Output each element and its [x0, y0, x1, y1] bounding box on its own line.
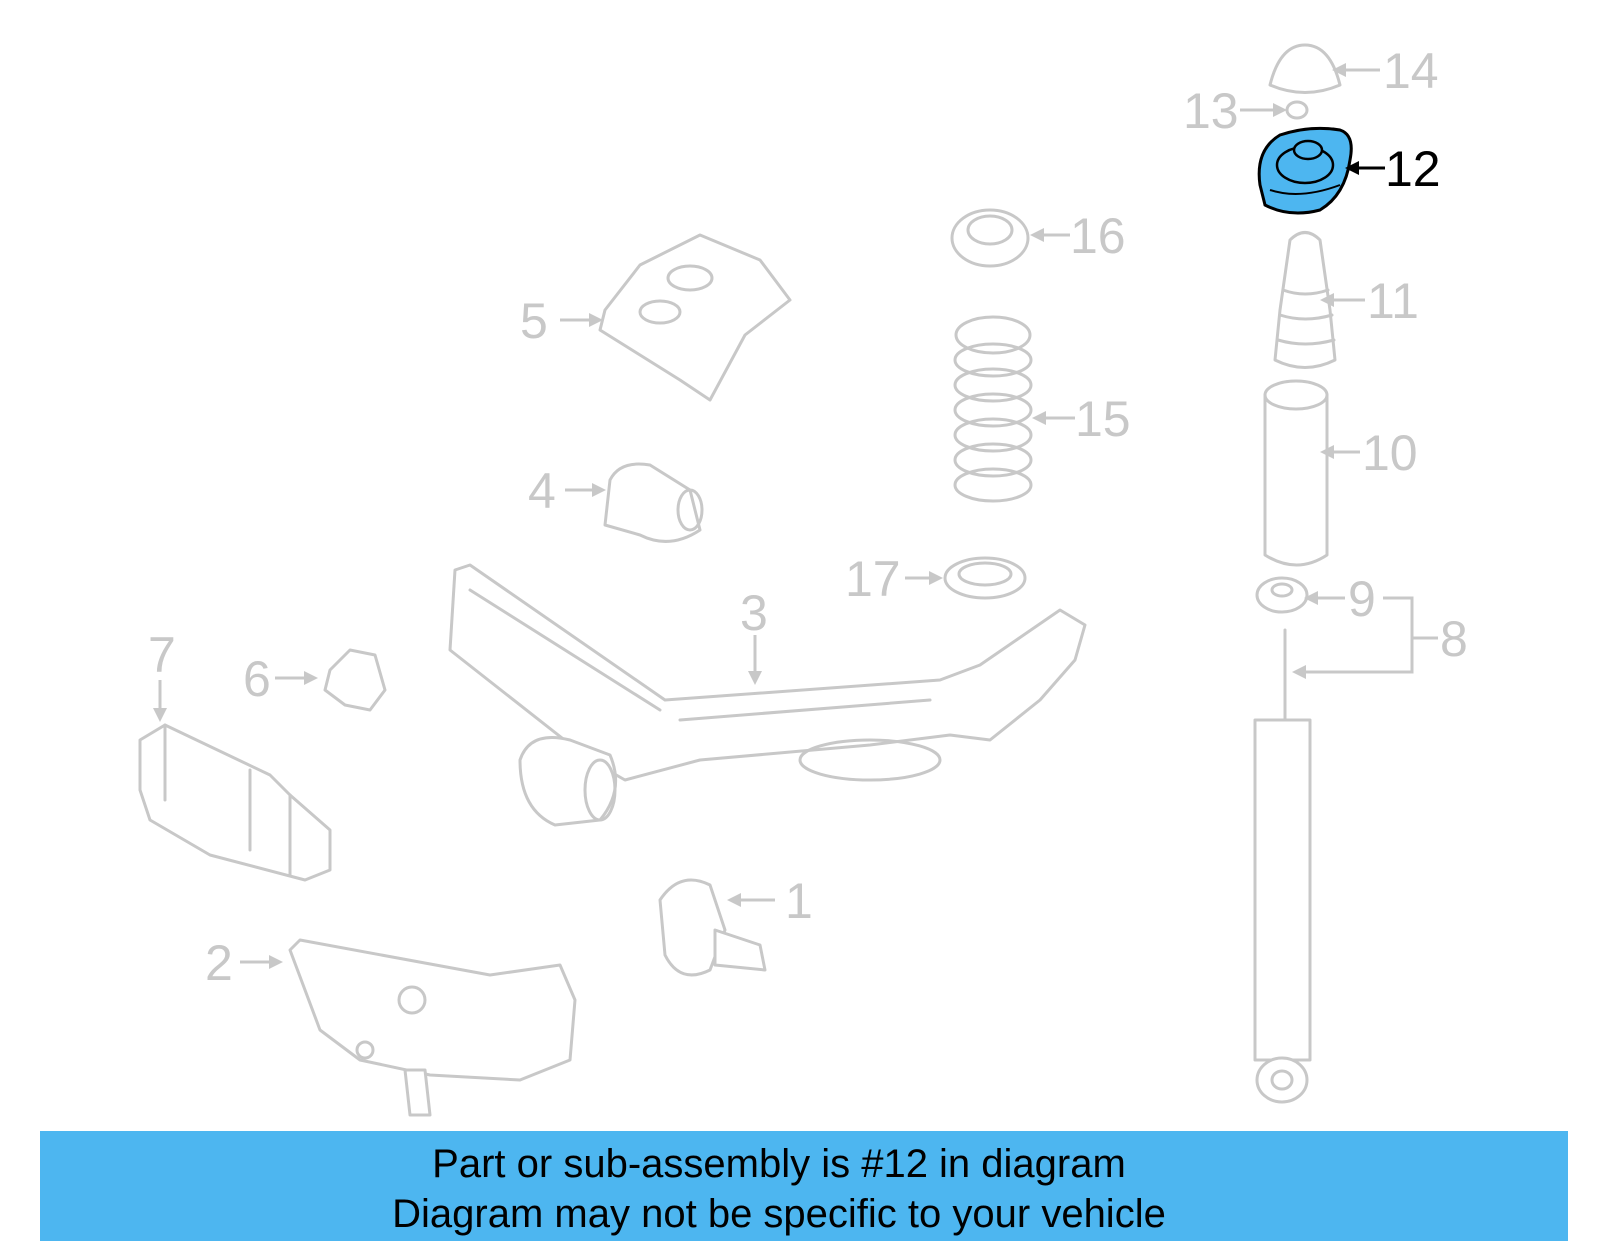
callout-13: 13 [1183, 83, 1287, 139]
svg-text:7: 7 [148, 627, 176, 683]
svg-text:4: 4 [528, 463, 556, 519]
banner-line-part: Part or sub-assembly is #12 in diagram [432, 1142, 1126, 1186]
svg-text:11: 11 [1367, 273, 1419, 329]
part-4-bushing[interactable] [603, 462, 704, 543]
part-9-washer[interactable] [1255, 576, 1309, 614]
banner-line-disclaimer: Diagram may not be specific to your vehi… [392, 1192, 1166, 1236]
callout-12: 12 [1345, 141, 1441, 197]
svg-text:5: 5 [520, 293, 548, 349]
part-8-shock-absorber[interactable] [1253, 628, 1312, 1104]
callout-17: 17 [845, 551, 943, 607]
part-10-shock-boot[interactable] [1263, 379, 1329, 567]
part-16-spring-seat[interactable] [950, 208, 1030, 268]
callout-2: 2 [205, 935, 283, 991]
callout-7: 7 [148, 627, 176, 722]
svg-text:12: 12 [1385, 141, 1441, 197]
part-2-control-arm[interactable] [288, 938, 577, 1117]
svg-text:6: 6 [243, 651, 271, 707]
part-6-bump-block[interactable] [323, 648, 387, 712]
callout-6: 6 [243, 651, 318, 707]
part-13-nut[interactable] [1285, 100, 1309, 120]
callout-4: 4 [528, 463, 606, 519]
callout-15: 15 [1032, 391, 1131, 447]
callout-1: 1 [727, 873, 813, 929]
part-15-coil-spring[interactable] [953, 315, 1033, 503]
svg-text:9: 9 [1348, 571, 1376, 627]
callout-16: 16 [1030, 208, 1126, 264]
callout-3: 3 [740, 585, 768, 685]
callout-8: 8 [1292, 596, 1468, 679]
info-banner: Part or sub-assembly is #12 in diagram D… [40, 1131, 1568, 1241]
svg-text:1: 1 [785, 873, 813, 929]
svg-text:2: 2 [205, 935, 233, 991]
part-17-lower-seat[interactable] [943, 556, 1027, 600]
svg-text:17: 17 [845, 551, 901, 607]
part-5-bracket[interactable] [598, 233, 792, 402]
svg-text:16: 16 [1070, 208, 1126, 264]
part-12-strut-mount[interactable] [1257, 126, 1353, 215]
part-11-bump-stop[interactable] [1273, 231, 1337, 369]
svg-text:13: 13 [1183, 83, 1239, 139]
svg-text:8: 8 [1440, 611, 1468, 667]
part-7-reinforcement[interactable] [138, 723, 332, 882]
svg-text:15: 15 [1075, 391, 1131, 447]
callout-5: 5 [520, 293, 603, 349]
callout-14: 14 [1332, 43, 1439, 99]
part-1-stub-axle[interactable] [658, 878, 767, 977]
callout-9: 9 [1304, 571, 1376, 627]
part-14-cap[interactable] [1268, 43, 1342, 94]
part-3-axle-beam[interactable] [448, 563, 1087, 827]
svg-text:10: 10 [1362, 425, 1418, 481]
callout-10: 10 [1320, 425, 1418, 481]
svg-text:14: 14 [1383, 43, 1439, 99]
svg-text:3: 3 [740, 585, 768, 641]
callout-11: 11 [1320, 273, 1419, 329]
